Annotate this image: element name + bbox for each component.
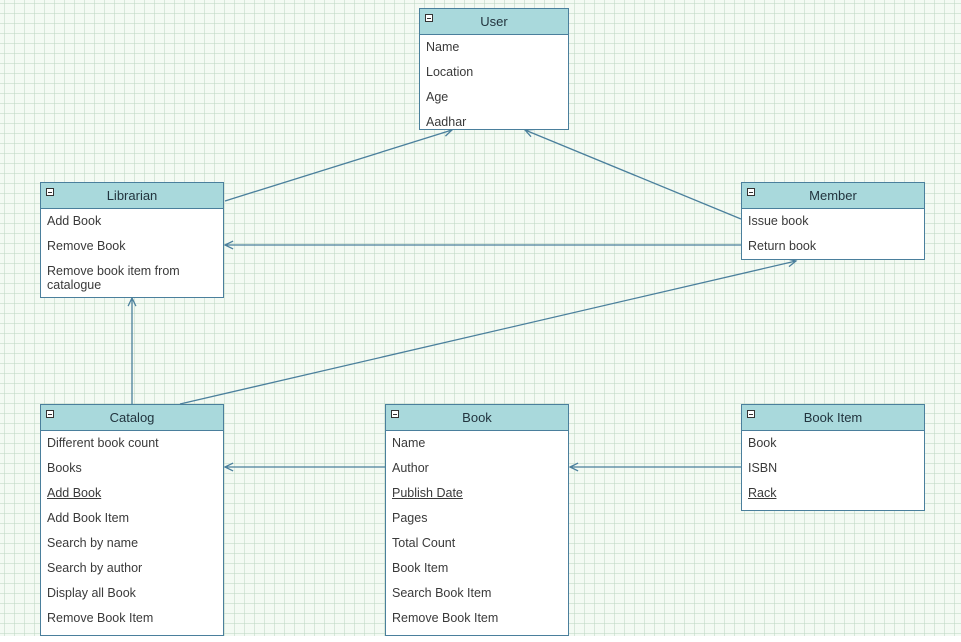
class-member[interactable]: Add Book Item: [47, 511, 129, 525]
class-header-librarian[interactable]: Librarian: [41, 183, 223, 209]
edge-catalog-to-member[interactable]: [179, 260, 797, 405]
arrowhead-catalog-to-librarian: [127, 296, 137, 307]
class-member[interactable]: Issue book: [748, 214, 809, 228]
class-title: User: [480, 14, 508, 29]
class-member[interactable]: Location: [426, 65, 474, 79]
class-member[interactable]: Age: [426, 90, 449, 104]
class-header-book[interactable]: Book: [386, 405, 568, 431]
class-member[interactable]: Publish Date: [392, 486, 463, 500]
class-member[interactable]: Rack: [748, 486, 777, 500]
class-member[interactable]: Name: [392, 436, 426, 450]
edge-member-to-user[interactable]: [524, 129, 742, 220]
class-member[interactable]: Author: [392, 461, 429, 475]
class-member[interactable]: Pages: [392, 511, 428, 525]
collapse-icon[interactable]: [425, 14, 433, 22]
class-title: Book: [462, 410, 492, 425]
collapse-icon[interactable]: [46, 410, 54, 418]
class-title: Catalog: [109, 410, 155, 425]
class-member[interactable]: ISBN: [748, 461, 778, 475]
class-member[interactable]: Search by name: [47, 536, 139, 550]
class-member[interactable]: Search Book Item: [392, 586, 492, 600]
collapse-icon[interactable]: [391, 410, 399, 418]
class-member[interactable]: Book: [748, 436, 777, 450]
class-header-member[interactable]: Member: [742, 183, 924, 209]
class-title: Librarian: [106, 188, 158, 203]
class-member[interactable]: Remove Book: [47, 239, 126, 253]
class-member[interactable]: Book Item: [392, 561, 449, 575]
edge-librarian-to-user[interactable]: [224, 129, 453, 202]
class-member[interactable]: Search by author: [47, 561, 143, 575]
class-member[interactable]: Aadhar: [426, 115, 467, 129]
class-member[interactable]: Total Count: [392, 536, 456, 550]
class-title: Member: [809, 188, 857, 203]
class-member[interactable]: Add Book: [47, 486, 102, 500]
class-member[interactable]: Display all Book: [47, 586, 136, 600]
class-header-user[interactable]: User: [420, 9, 568, 35]
arrowhead-member-to-librarian: [223, 240, 234, 250]
class-member[interactable]: Different book count: [47, 436, 159, 450]
class-member[interactable]: Remove Book Item: [392, 611, 499, 625]
class-member[interactable]: Remove Book Item: [47, 611, 154, 625]
class-member[interactable]: Return book: [748, 239, 817, 253]
class-member[interactable]: Remove book item from catalogue: [47, 264, 180, 292]
class-member[interactable]: Name: [426, 40, 460, 54]
canvas-bottom-strip: [0, 636, 961, 642]
class-member[interactable]: Add Book: [47, 214, 102, 228]
class-member[interactable]: Books: [47, 461, 82, 475]
class-title: Book Item: [803, 410, 863, 425]
arrowhead-book-item-to-book: [568, 462, 579, 472]
collapse-icon[interactable]: [747, 410, 755, 418]
collapse-icon[interactable]: [747, 188, 755, 196]
class-header-book-item[interactable]: Book Item: [742, 405, 924, 431]
arrowhead-book-to-catalog: [223, 462, 234, 472]
class-header-catalog[interactable]: Catalog: [41, 405, 223, 431]
collapse-icon[interactable]: [46, 188, 54, 196]
